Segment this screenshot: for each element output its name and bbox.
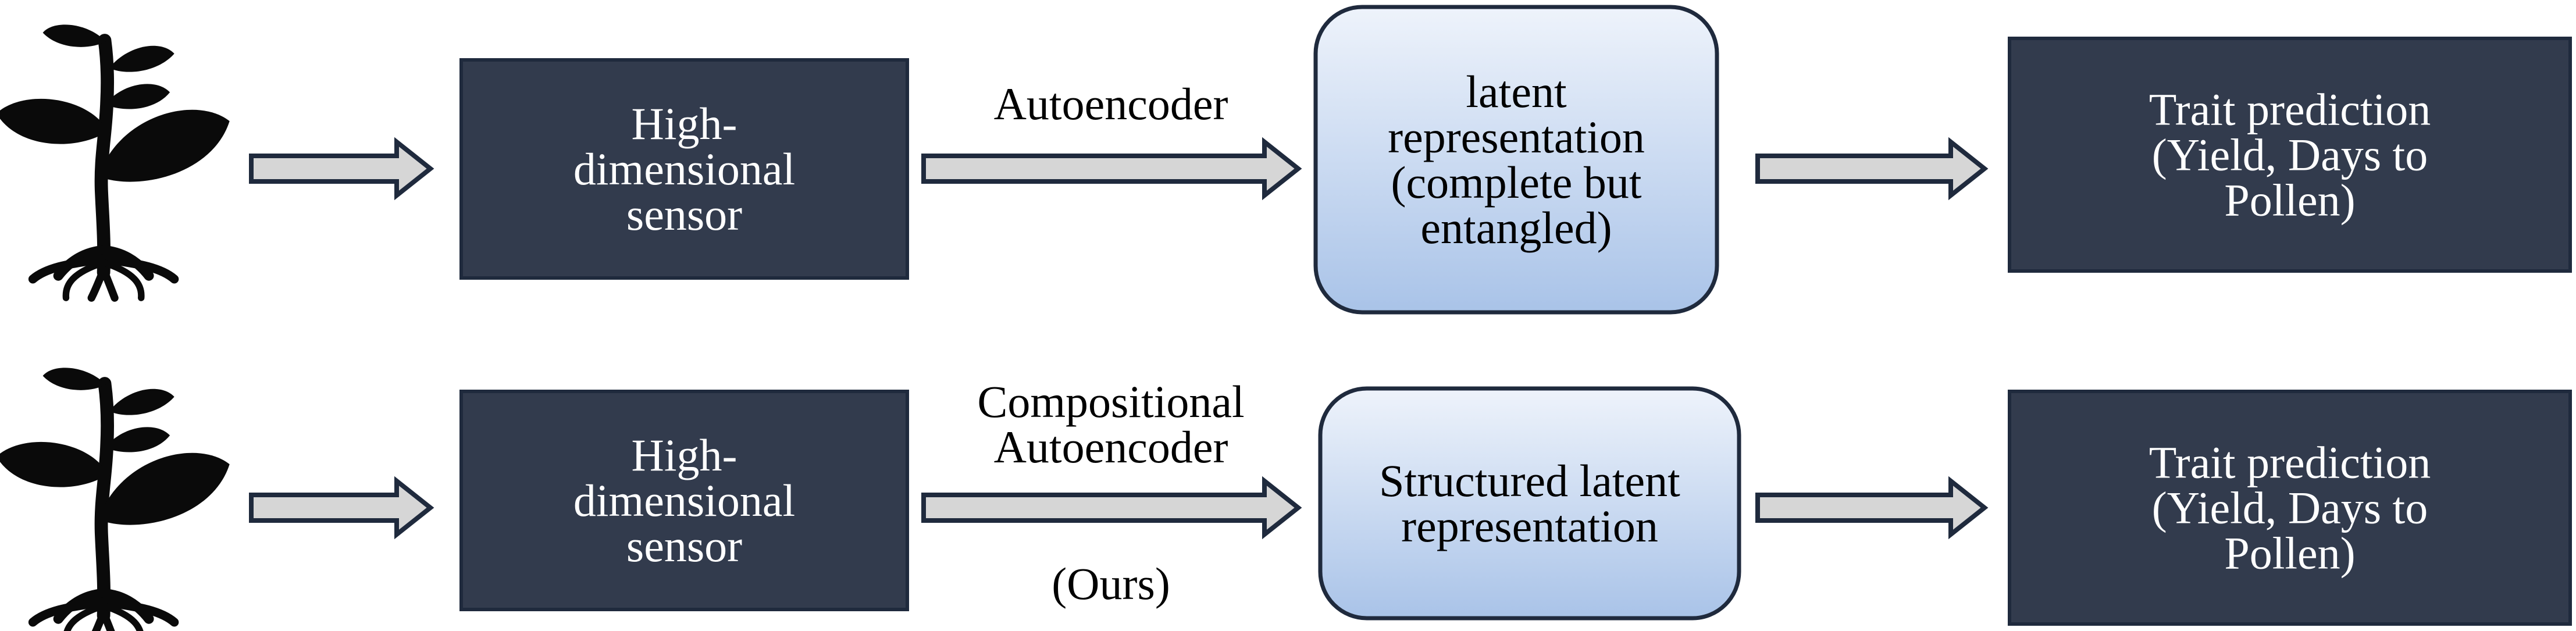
sensor-box-label-line: dimensional bbox=[573, 475, 795, 526]
sensor-box-label-line: High- bbox=[632, 98, 737, 149]
sensor-box-label-line: sensor bbox=[626, 521, 742, 571]
method-note: (Ours) bbox=[1052, 558, 1170, 609]
trait-box-label-line: (Yield, Days to bbox=[2152, 130, 2428, 180]
latent-box-label-line: latent bbox=[1466, 66, 1567, 117]
method-label-line: Autoencoder bbox=[994, 79, 1228, 129]
trait-box-label-line: Trait prediction bbox=[2149, 84, 2431, 135]
latent-box-label-line: entangled) bbox=[1420, 202, 1612, 253]
latent-box-label-line: representation bbox=[1401, 501, 1658, 551]
encoder-arrow bbox=[921, 476, 1302, 540]
sensor-box-label-line: sensor bbox=[626, 189, 742, 240]
trait-box-label-line: Pollen) bbox=[2224, 528, 2355, 579]
trait-box-label-line: (Yield, Days to bbox=[2152, 483, 2428, 533]
input-arrow bbox=[249, 137, 434, 201]
method-label: Autoencoder bbox=[994, 79, 1228, 129]
sensor-box-label-line: High- bbox=[632, 430, 737, 480]
input-arrow bbox=[249, 476, 434, 540]
method-label-line: Autoencoder bbox=[994, 422, 1228, 472]
plant-icon bbox=[0, 368, 230, 631]
output-arrow bbox=[1755, 476, 1989, 540]
trait-box-label-line: Pollen) bbox=[2224, 175, 2355, 226]
plant-icon bbox=[0, 24, 230, 298]
latent-box-label-line: Structured latent bbox=[1379, 455, 1680, 506]
method-label-line: Compositional bbox=[977, 376, 1244, 427]
latent-box-label-line: representation bbox=[1388, 112, 1645, 162]
encoder-arrow bbox=[921, 137, 1302, 201]
trait-box-label-line: Trait prediction bbox=[2149, 437, 2431, 488]
latent-box-label-line: (complete but bbox=[1391, 157, 1641, 208]
sensor-box-label-line: dimensional bbox=[573, 144, 795, 194]
output-arrow bbox=[1755, 137, 1989, 201]
